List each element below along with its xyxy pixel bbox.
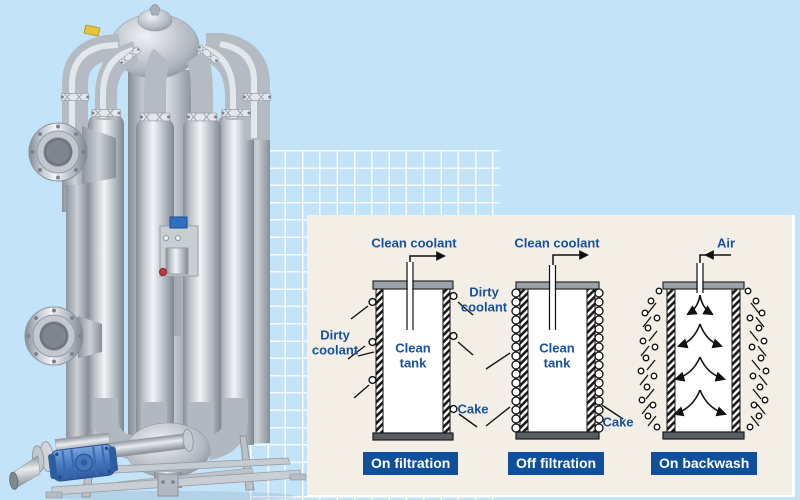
label-clean-tank-1: Clean tank — [395, 340, 431, 370]
backwash-particles-right — [744, 287, 770, 431]
filtration-diagram-panel: Clean coolant Dirty coolant Dirty coolan… — [307, 215, 795, 497]
label-clean-coolant-1: Clean coolant — [371, 235, 457, 251]
label-clean-coolant-2: Clean coolant — [514, 235, 600, 251]
cake-beads — [511, 288, 604, 433]
tank-on-backwash-graphic — [637, 250, 770, 440]
backwash-flow-arrows — [673, 294, 727, 417]
label-air: Air — [716, 235, 736, 251]
equipment-body — [9, 4, 307, 500]
label-dirty-coolant-right: Dirty coolant — [460, 284, 508, 314]
caption-on-filtration: On filtration — [363, 452, 459, 475]
tank-off-filtration-graphic — [485, 250, 624, 440]
label-clean-tank-2: Clean tank — [539, 340, 575, 370]
filtration-diagrams-graphic — [347, 250, 770, 441]
label-dirty-coolant-left: Dirty coolant — [311, 327, 359, 357]
valve-actuator — [9, 428, 194, 490]
filter-unit-photo — [9, 4, 307, 500]
caption-on-backwash: On backwash — [651, 452, 758, 475]
backwash-particles-left — [637, 287, 663, 431]
tank-on-filtration-graphic — [347, 251, 478, 441]
caption-off-filtration: Off filtration — [508, 452, 605, 475]
label-cake-1: Cake — [457, 401, 489, 417]
label-cake-2: Cake — [602, 414, 634, 430]
